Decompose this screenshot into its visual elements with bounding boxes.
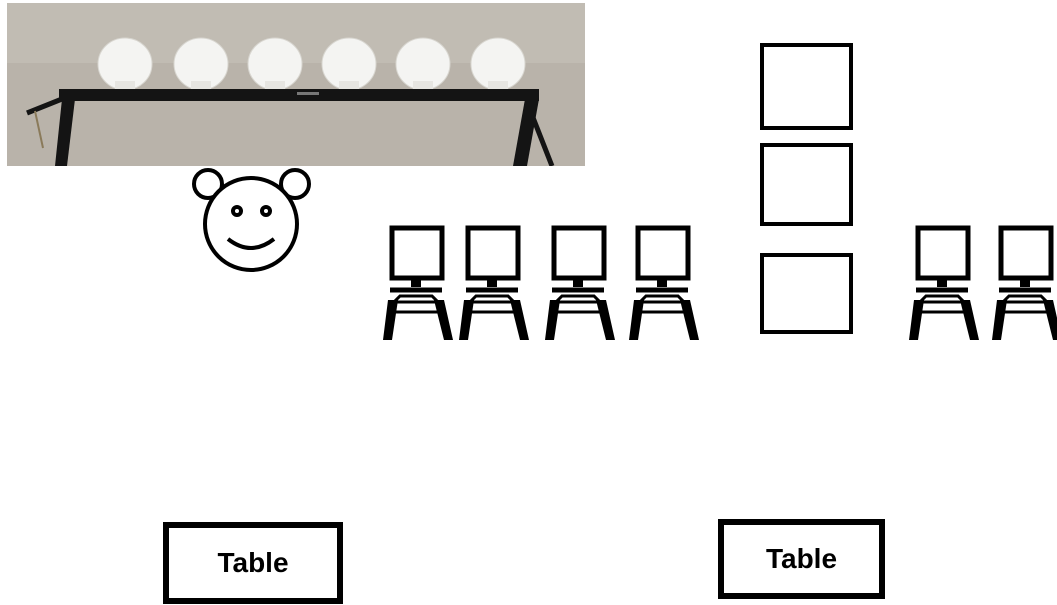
square-target-middle	[760, 143, 853, 226]
target-stand-3	[545, 228, 615, 340]
target-stand-1	[383, 228, 453, 340]
table-right-label: Table	[765, 543, 838, 574]
square-target-bottom	[760, 253, 853, 334]
table-right: Table	[718, 519, 885, 599]
table-left-label: Table	[217, 547, 289, 578]
target-stand-5	[909, 228, 979, 340]
table-left: Table	[163, 522, 343, 604]
target-stand-2	[459, 228, 529, 340]
target-stands-group	[380, 220, 1057, 345]
square-target-top	[760, 43, 853, 130]
shooter-face-icon	[192, 168, 311, 272]
target-stand-6	[992, 228, 1057, 340]
plate-rack-photo	[7, 3, 585, 166]
plate-rack-icon	[7, 3, 585, 166]
target-stand-4	[629, 228, 699, 340]
